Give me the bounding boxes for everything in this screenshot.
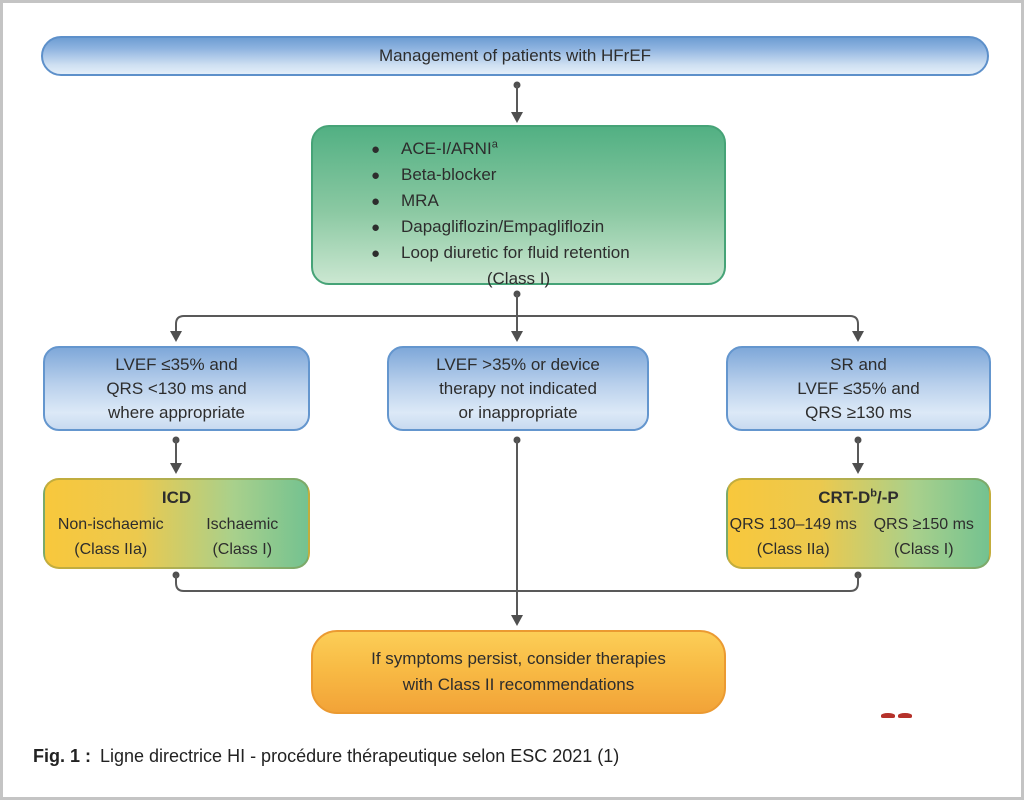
- connector-merge-right: [517, 575, 859, 592]
- connector-merge-left: [175, 575, 517, 592]
- criteria-line: or inappropriate: [458, 402, 578, 422]
- criteria-line: QRS ≥130 ms: [805, 402, 912, 422]
- icd-box: ICD Non-ischaemic (Class IIa) Ischaemic …: [43, 478, 310, 569]
- icd-columns: Non-ischaemic (Class IIa) Ischaemic (Cla…: [45, 512, 308, 562]
- connector-branch: [175, 315, 859, 332]
- crt-columns: QRS 130–149 ms (Class IIa) QRS ≥150 ms (…: [728, 512, 989, 562]
- treatment-item: ● Loop diuretic for fluid retention: [313, 240, 724, 266]
- treatment-item-text: Dapagliflozin/Empagliflozin: [401, 217, 605, 236]
- figure-caption-text: Ligne directrice HI - procédure thérapeu…: [100, 746, 620, 766]
- treatment-item-text: MRA: [401, 191, 439, 210]
- treatment-class-label: (Class I): [486, 269, 551, 288]
- footnote-superscript: b: [870, 487, 877, 500]
- arrowhead-icon: [511, 615, 523, 626]
- treatment-item-text: Loop diuretic for fluid retention: [401, 243, 630, 262]
- treatment-item-text: ACE-I/ARNIa: [401, 138, 498, 158]
- icd-col-line: Non-ischaemic: [57, 516, 164, 533]
- arrowhead-icon: [852, 463, 864, 474]
- symptoms-line: If symptoms persist, consider therapies: [371, 649, 666, 668]
- bullet-icon: ●: [371, 167, 381, 184]
- criteria-line: SR and: [830, 354, 887, 374]
- criteria-box-crt: SR and LVEF ≤35% and QRS ≥130 ms: [726, 346, 991, 431]
- crt-col-line: QRS ≥150 ms: [873, 516, 974, 533]
- icd-title: ICD: [161, 488, 192, 507]
- icd-col-class: (Class IIa): [74, 541, 148, 558]
- connector-dot: [854, 436, 862, 444]
- symptoms-persist-box: If symptoms persist, consider therapies …: [311, 630, 726, 714]
- crt-col-line: QRS 130–149 ms: [729, 516, 857, 533]
- arrowhead-icon: [511, 331, 523, 342]
- bullet-icon: ●: [371, 141, 381, 158]
- treatment-item: ● MRA: [313, 188, 724, 214]
- crt-title: CRT-Db/-P: [818, 487, 899, 507]
- icd-col-line: Ischaemic: [206, 516, 279, 533]
- treatment-item: ● Dapagliflozin/Empagliflozin: [313, 214, 724, 240]
- bullet-icon: ●: [371, 245, 381, 262]
- connector-dot: [854, 571, 862, 579]
- criteria-line: LVEF ≤35% and: [115, 354, 238, 374]
- treatment-item: ● ACE-I/ARNIa: [313, 136, 724, 162]
- criteria-box-icd: LVEF ≤35% and QRS <130 ms and where appr…: [43, 346, 310, 431]
- treatment-item-text: Beta-blocker: [401, 165, 497, 184]
- bullet-icon: ●: [371, 193, 381, 210]
- arrowhead-icon: [852, 331, 864, 342]
- red-mark: [898, 713, 912, 718]
- crt-col-class: (Class I): [893, 541, 954, 558]
- connector-dot: [172, 436, 180, 444]
- icd-ischaemic-col: Ischaemic (Class I): [177, 512, 309, 562]
- connector-dot: [172, 571, 180, 579]
- criteria-line: therapy not indicated: [439, 378, 597, 398]
- figure-caption-label: Fig. 1 :: [33, 746, 91, 766]
- treatment-item: ● Beta-blocker: [313, 162, 724, 188]
- bullet-icon: ●: [371, 219, 381, 236]
- top-box-hfref-management: Management of patients with HFrEF: [41, 36, 989, 76]
- footnote-superscript: a: [491, 138, 498, 151]
- arrowhead-icon: [511, 112, 523, 123]
- crt-box: CRT-Db/-P QRS 130–149 ms (Class IIa) QRS…: [726, 478, 991, 569]
- icd-non-ischaemic-col: Non-ischaemic (Class IIa): [45, 512, 177, 562]
- arrowhead-icon: [170, 331, 182, 342]
- red-mark: [881, 713, 895, 718]
- criteria-line: where appropriate: [107, 402, 246, 422]
- figure-caption: Fig. 1 : Ligne directrice HI - procédure …: [33, 746, 619, 767]
- criteria-line: QRS <130 ms and: [106, 378, 247, 398]
- symptoms-line: with Class II recommendations: [402, 675, 635, 694]
- connector-dot: [513, 290, 521, 298]
- top-box-text: Management of patients with HFrEF: [378, 46, 652, 65]
- crt-qrs-150-col: QRS ≥150 ms (Class I): [859, 512, 990, 562]
- connector-dot: [513, 81, 521, 89]
- crt-col-class: (Class IIa): [756, 541, 830, 558]
- crt-qrs-130-149-col: QRS 130–149 ms (Class IIa): [728, 512, 859, 562]
- treatment-box: ● ACE-I/ARNIa ● Beta-blocker ● MRA ● Dap…: [311, 125, 726, 288]
- connector-dot: [513, 436, 521, 444]
- criteria-line: LVEF ≤35% and: [797, 378, 920, 398]
- arrowhead-icon: [170, 463, 182, 474]
- criteria-line: LVEF >35% or device: [436, 354, 600, 374]
- criteria-box-no-device: LVEF >35% or device therapy not indicate…: [387, 346, 649, 431]
- icd-col-class: (Class I): [212, 541, 273, 558]
